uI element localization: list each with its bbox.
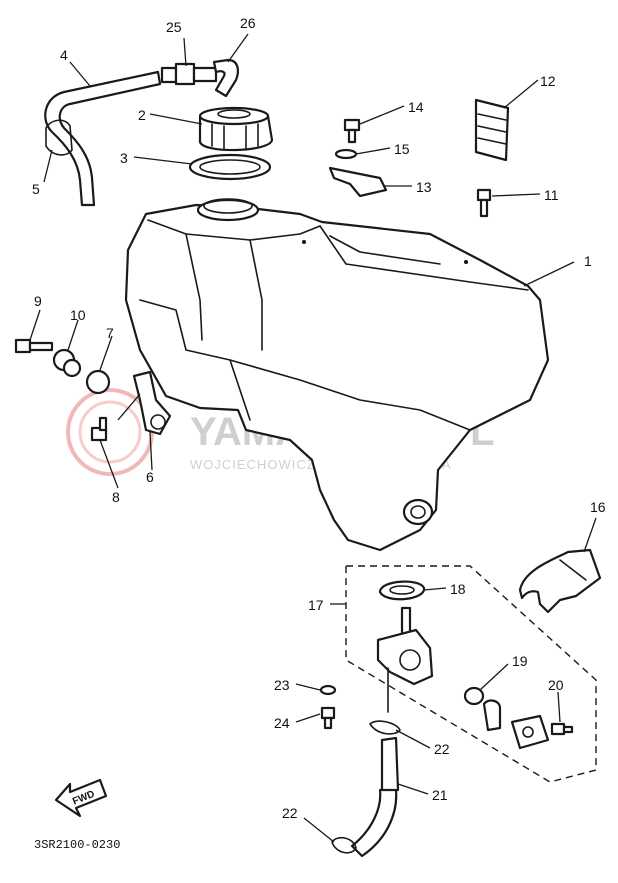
- hose-clip-icon: [369, 720, 401, 735]
- breather-hose: [44, 70, 162, 207]
- callout-4: 4: [60, 47, 68, 63]
- callout-23: 23: [274, 677, 290, 693]
- callout-8: 8: [112, 489, 120, 505]
- callout-labels: 1 2 3 4 5 6 7 8 9 10 11 12 13 14 15 16 1…: [32, 15, 606, 821]
- fuel-hose: [331, 720, 401, 858]
- callout-20: 20: [548, 677, 564, 693]
- fuel-cock-lever: [482, 699, 574, 750]
- cap-gasket: [188, 153, 272, 181]
- fuel-cock: [376, 606, 434, 713]
- callout-7: 7: [106, 325, 114, 341]
- tank-mount-bolt: [328, 118, 388, 198]
- hose-joint: [160, 58, 239, 98]
- bolt-11: [476, 188, 492, 218]
- fuel-cap: [198, 106, 274, 152]
- callout-12: 12: [540, 73, 556, 89]
- fuel-tank: [124, 198, 550, 552]
- callout-10: 10: [70, 307, 86, 323]
- leader-lines: [29, 33, 597, 843]
- callout-17: 17: [308, 597, 324, 613]
- fuel-cock-gasket: [378, 580, 426, 601]
- o-ring: [463, 686, 485, 706]
- callout-11: 11: [544, 187, 559, 203]
- forward-arrow-icon: FWD: [54, 778, 108, 818]
- callout-19: 19: [512, 653, 528, 669]
- callout-3: 3: [120, 150, 128, 166]
- callout-1: 1: [584, 253, 592, 269]
- callout-9: 9: [34, 293, 42, 309]
- callout-24: 24: [274, 715, 290, 731]
- side-mount-hardware: [14, 338, 172, 442]
- callout-26: 26: [240, 15, 256, 31]
- callout-21: 21: [432, 787, 448, 803]
- fuel-cock-screw: [319, 684, 337, 730]
- callout-14: 14: [408, 99, 424, 115]
- callout-13: 13: [416, 179, 432, 195]
- hose-clip-icon: [45, 119, 73, 156]
- callout-6: 6: [146, 469, 154, 485]
- rubber-damper: [474, 98, 510, 162]
- hose-clip-icon: [331, 836, 357, 854]
- part-code: 3SR2100-0230: [34, 838, 120, 852]
- fuel-cock-assembly-boundary: [345, 565, 597, 783]
- callout-16: 16: [590, 499, 606, 515]
- callout-18: 18: [450, 581, 466, 597]
- callout-5: 5: [32, 181, 40, 197]
- callout-22-lower: 22: [282, 805, 298, 821]
- callout-15: 15: [394, 141, 410, 157]
- callout-2: 2: [138, 107, 146, 123]
- tank-bracket-16: [518, 548, 602, 614]
- callout-22-upper: 22: [434, 741, 450, 757]
- callout-25: 25: [166, 19, 182, 35]
